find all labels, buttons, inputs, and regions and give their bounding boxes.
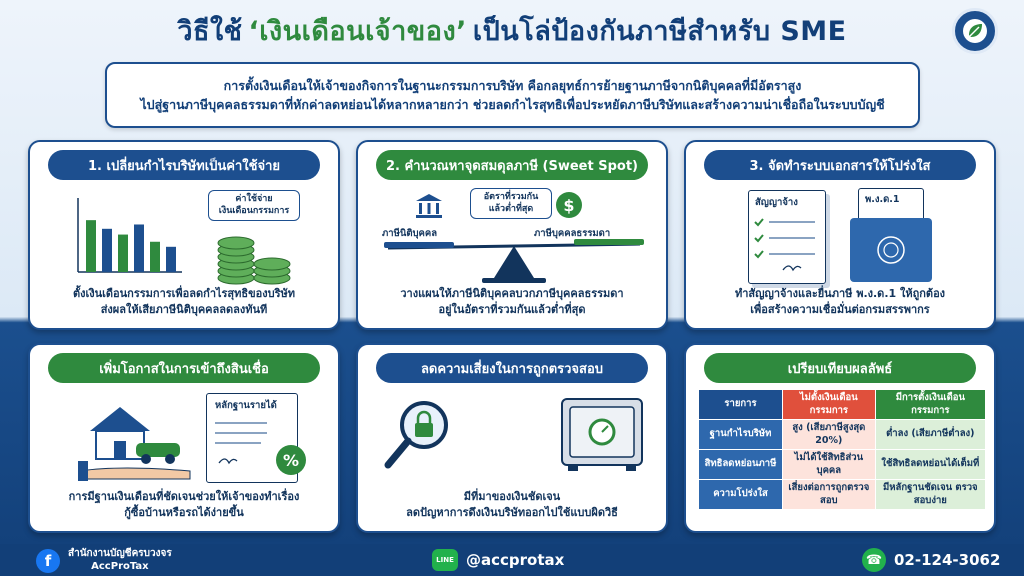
panel-5-caption: มีที่มาของเงินชัดเจน ลดปัญหาการดึงเงินบร… — [366, 489, 658, 521]
folder-icon — [850, 218, 932, 282]
contract-document: สัญญาจ้าง — [748, 190, 826, 284]
leaf-icon — [963, 19, 987, 43]
tag-line: แล้วต่ำที่สุด — [488, 203, 534, 214]
panel-4-caption: การมีฐานเงินเดือนที่ชัดเจนช่วยให้เจ้าของ… — [38, 489, 330, 521]
tag-line: เงินเดือนกรรมการ — [218, 205, 290, 216]
panel-3-caption: ทำสัญญาจ้างและยื่นภาษี พ.ง.ด.1 ให้ถูกต้อ… — [694, 286, 986, 318]
bar-chart-icon — [77, 198, 182, 273]
col-with-salary-header: มีการตั้งเงินเดือนกรรมการ — [874, 389, 987, 420]
caption-line: อยู่ในอัตราที่รวมกันแล้วต่ำที่สุด — [438, 303, 586, 317]
safe-icon — [561, 398, 643, 471]
row-label: สิทธิลดหย่อนภาษี — [698, 449, 783, 480]
table-row: สิทธิลดหย่อนภาษี ไม่ได้ใช้สิทธิส่วนบุคคล… — [698, 449, 987, 480]
panel-6-title: เปรียบเทียบผลลัพธ์ — [704, 353, 976, 383]
line-link[interactable]: LINE @accprotax — [432, 549, 564, 571]
coin-stack-icon — [217, 236, 291, 285]
panel-profit-to-expense: 1. เปลี่ยนกำไรบริษัทเป็นค่าใช้จ่าย ค่าใช… — [28, 140, 340, 330]
col-label-header: รายการ — [698, 389, 783, 420]
table-row: ความโปร่งใส เสี่ยงต่อการถูกตรวจสอบ มีหลั… — [698, 479, 987, 510]
footer-bar: f สำนักงานบัญชีครบวงจร AccProTax LINE @a… — [0, 544, 1024, 576]
caption-line: ส่งผลให้เสียภาษีนิติบุคคลลดลงทันที — [100, 303, 268, 317]
balance-scale-icon — [384, 239, 644, 283]
line-icon: LINE — [432, 549, 458, 571]
cell-no-salary: สูง (เสียภาษีสูงสุด 20%) — [782, 419, 876, 450]
panel-1-caption: ตั้งเงินเดือนกรรมการเพื่อลดกำไรสุทธิของบ… — [38, 286, 330, 318]
cell-no-salary: ไม่ได้ใช้สิทธิส่วนบุคคล — [782, 449, 876, 480]
intro-line-2: ไปสู่ฐานภาษีบุคคลธรรมดาที่หักค่าลดหย่อนไ… — [140, 97, 885, 112]
col-no-salary-header: ไม่ตั้งเงินเดือนกรรมการ — [782, 389, 876, 420]
icon-bar — [134, 224, 144, 272]
house-car-hand-icon — [78, 407, 191, 481]
table-row: ฐานกำไรบริษัท สูง (เสียภาษีสูงสุด 20%) ต… — [698, 419, 987, 450]
caption-line: กู้ซื้อบ้านหรือรถได้ง่ายขึ้น — [124, 506, 244, 520]
caption-line: ตั้งเงินเดือนกรรมการเพื่อลดกำไรสุทธิของบ… — [72, 287, 295, 301]
panel-5-title: ลดความเสี่ยงในการถูกตรวจสอบ — [376, 353, 648, 383]
dollar-coin-icon: $ — [556, 192, 582, 218]
title-highlight: ‘เงินเดือนเจ้าของ’ — [248, 15, 467, 47]
icon-bar — [150, 241, 160, 272]
lowest-rate-tag: อัตราที่รวมกัน แล้วต่ำที่สุด — [470, 188, 552, 220]
checklist-icon — [754, 218, 815, 272]
icon-bar — [102, 228, 112, 272]
icon-bar — [118, 234, 128, 272]
phone-link[interactable]: ☎ 02-124-3062 — [862, 548, 1000, 572]
facebook-link[interactable]: f สำนักงานบัญชีครบวงจร AccProTax — [36, 548, 172, 573]
emblem-icon — [877, 236, 905, 264]
caption-line: ลดปัญหาการดึงเงินบริษัทออกไปใช้แบบผิดวิธ… — [406, 506, 618, 520]
org-line: AccProTax — [91, 560, 149, 572]
cell-with-salary: ต่ำลง (เสียภาษีต่ำลง) — [874, 419, 987, 450]
facebook-icon: f — [36, 548, 60, 573]
panel-4-title: เพิ่มโอกาสในการเข้าถึงสินเชื่อ — [48, 353, 320, 383]
cell-with-salary: ใช้สิทธิลดหย่อนได้เต็มที่ — [874, 449, 987, 480]
intro-box: การตั้งเงินเดือนให้เจ้าของกิจการในฐานะกร… — [105, 62, 920, 128]
cell-with-salary: มีหลักฐานชัดเจน ตรวจสอบง่าย — [874, 479, 987, 510]
panel-transparent-docs: 3. จัดทำระบบเอกสารให้โปร่งใส สัญญาจ้าง พ… — [684, 140, 996, 330]
cell-no-salary: เสี่ยงต่อการถูกตรวจสอบ — [782, 479, 876, 510]
row-label: ฐานกำไรบริษัท — [698, 419, 783, 450]
percent-badge-icon: % — [276, 445, 306, 475]
bank-icon — [416, 194, 442, 218]
caption-line: วางแผนให้ภาษีนิติบุคคลบวกภาษีบุคคลธรรมดา — [400, 287, 624, 301]
tag-line: อัตราที่รวมกัน — [483, 192, 539, 202]
tag-line: ค่าใช้จ่าย — [235, 194, 273, 204]
table-header-row: รายการ ไม่ตั้งเงินเดือนกรรมการ มีการตั้ง… — [698, 389, 987, 420]
tax-form-folder: พ.ง.ด.1 — [850, 188, 932, 284]
line-id: @accprotax — [466, 551, 565, 569]
panel-sweet-spot: 2. คำนวณหาจุดสมดุลภาษี (Sweet Spot) อัตร… — [356, 140, 668, 330]
title-post: เป็นโล่ป้องกันภาษีสำหรับ SME — [472, 15, 847, 47]
phone-number: 02-124-3062 — [894, 551, 1001, 569]
panel-2-title: 2. คำนวณหาจุดสมดุลภาษี (Sweet Spot) — [376, 150, 648, 180]
row-label: ความโปร่งใส — [698, 479, 783, 510]
panel-credit-access: เพิ่มโอกาสในการเข้าถึงสินเชื่อ หลักฐานรา… — [28, 343, 340, 533]
title-pre: วิธีใช้ — [177, 15, 243, 47]
icon-bar — [166, 246, 176, 272]
panel-comparison: เปรียบเทียบผลลัพธ์ รายการ ไม่ตั้งเงินเดื… — [684, 343, 996, 533]
org-line: สำนักงานบัญชีครบวงจร — [68, 548, 172, 559]
brand-logo — [952, 8, 998, 54]
salary-expense-tag: ค่าใช้จ่าย เงินเดือนกรรมการ — [208, 190, 300, 222]
right-scale-label: ภาษีบุคคลธรรมดา — [534, 228, 611, 239]
left-scale-label: ภาษีนิติบุคคล — [382, 228, 438, 239]
magnifier-lock-icon — [384, 401, 448, 469]
panel-1-title: 1. เปลี่ยนกำไรบริษัทเป็นค่าใช้จ่าย — [48, 150, 320, 180]
caption-line: การมีฐานเงินเดือนที่ชัดเจนช่วยให้เจ้าของ… — [68, 490, 300, 504]
panel-3-title: 3. จัดทำระบบเอกสารให้โปร่งใส — [704, 150, 976, 180]
intro-line-1: การตั้งเงินเดือนให้เจ้าของกิจการในฐานะกร… — [223, 77, 802, 93]
caption-line: มีที่มาของเงินชัดเจน — [463, 490, 561, 504]
text-lines-icon — [215, 422, 267, 465]
caption-line: ทำสัญญาจ้างและยื่นภาษี พ.ง.ด.1 ให้ถูกต้อ… — [734, 287, 946, 301]
doc-label: หลักฐานรายได้ — [215, 400, 277, 411]
phone-icon: ☎ — [862, 548, 886, 572]
contract-label: สัญญาจ้าง — [755, 197, 798, 208]
panel-audit-risk: ลดความเสี่ยงในการถูกตรวจสอบ มีที่มาของเง… — [356, 343, 668, 533]
form-label: พ.ง.ด.1 — [865, 194, 900, 205]
comparison-table: รายการ ไม่ตั้งเงินเดือนกรรมการ มีการตั้ง… — [698, 389, 987, 510]
page-title: วิธีใช้ ‘เงินเดือนเจ้าของ’ เป็นโล่ป้องกั… — [0, 6, 1024, 54]
icon-bar — [86, 220, 96, 272]
panel-2-caption: วางแผนให้ภาษีนิติบุคคลบวกภาษีบุคคลธรรมดา… — [366, 286, 658, 318]
caption-line: เพื่อสร้างความเชื่อมั่นต่อกรมสรรพากร — [750, 303, 930, 317]
org-name: สำนักงานบัญชีครบวงจร AccProTax — [68, 548, 172, 573]
